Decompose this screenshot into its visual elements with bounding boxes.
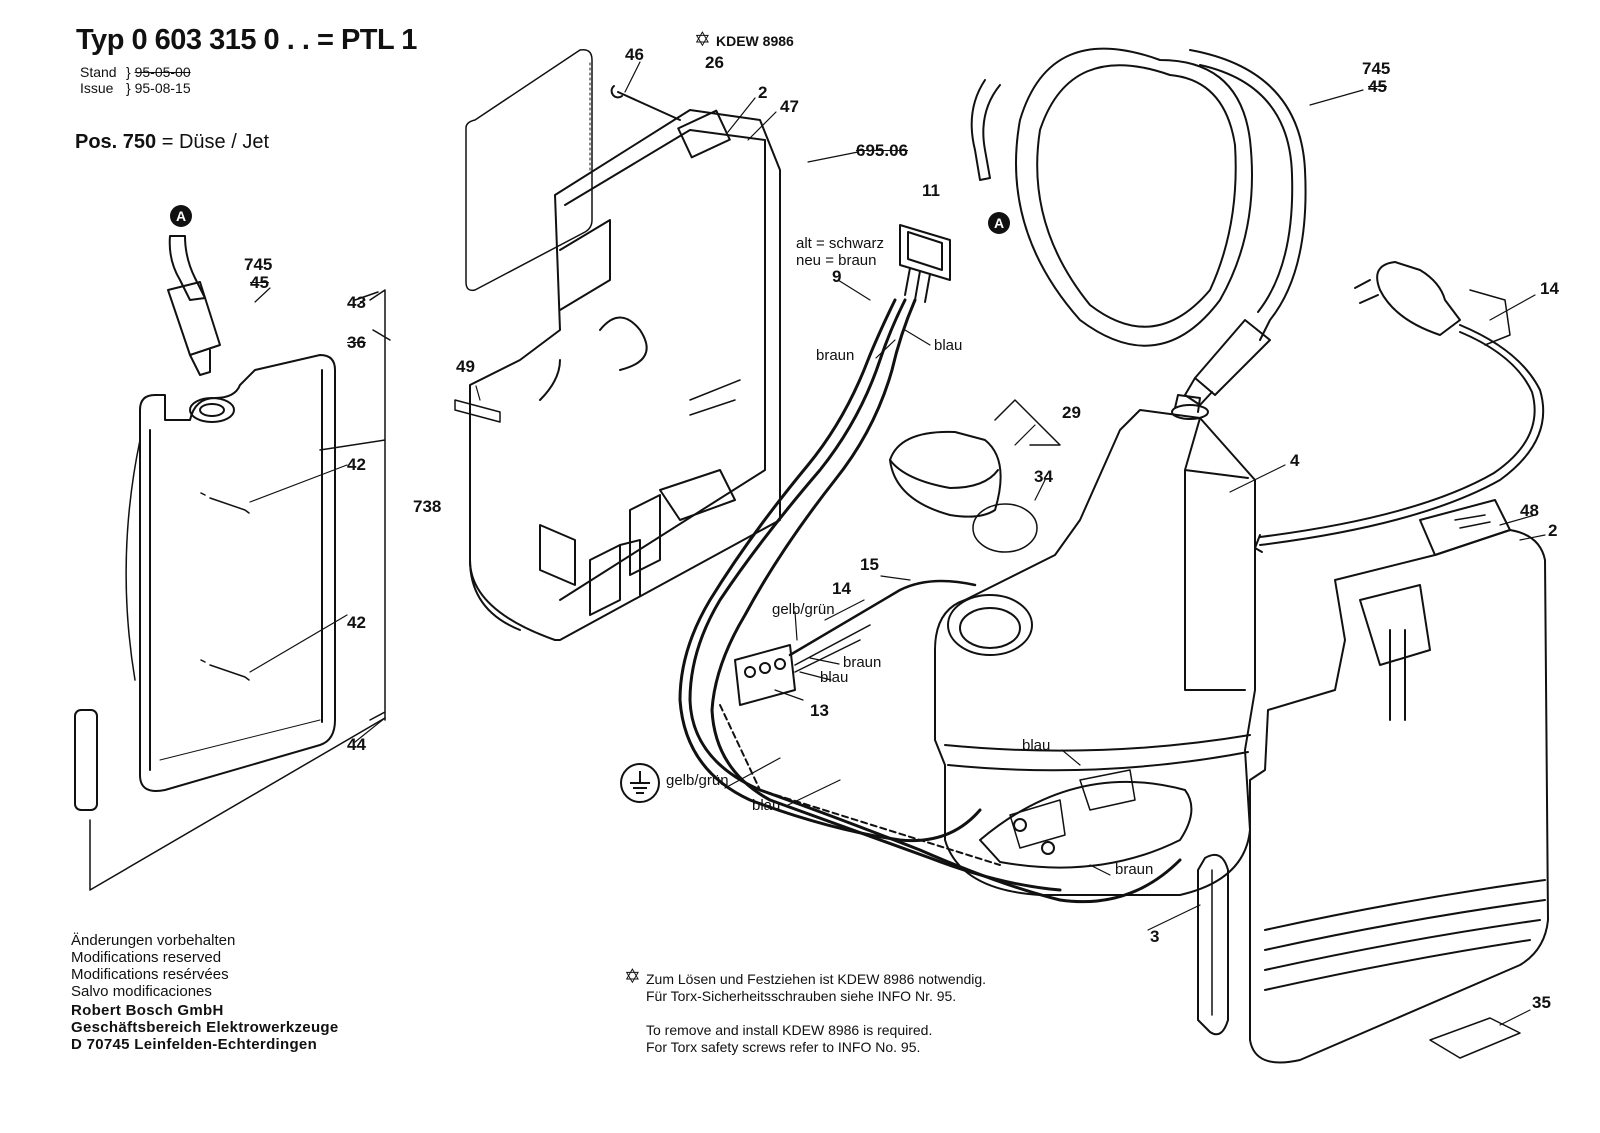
callout-45-left: 45 (250, 273, 269, 292)
callout-69506: 695.06 (856, 141, 908, 160)
stand-value: 95-05-00 (134, 64, 191, 80)
wire-label-blau-1: blau (934, 337, 963, 354)
wire-label-blau-3: blau (752, 797, 781, 814)
company-division: Geschäftsbereich Elektrowerkzeuge (71, 1019, 339, 1036)
position-label: Pos. 750 (75, 131, 157, 153)
tool-note-english: To remove and install KDEW 8986 is requi… (646, 1022, 932, 1056)
callout-2: 2 (758, 83, 768, 102)
callout-14-cable: 14 (832, 579, 851, 598)
wire-label-blau-4: blau (1022, 737, 1051, 754)
callout-11: 11 (922, 181, 940, 200)
hose-coil (970, 47, 1307, 406)
callout-47: 47 (780, 97, 799, 116)
callout-43: 43 (347, 293, 366, 312)
connection-marker-a-right: A (988, 212, 1010, 234)
callout-3: 3 (1150, 927, 1160, 946)
tool-note-en-1: To remove and install KDEW 8986 is requi… (646, 1022, 933, 1038)
tool-reference: KDEW 8986 (716, 33, 794, 49)
callout-46: 46 (625, 45, 644, 64)
callout-14-plug: 14 (1540, 279, 1559, 298)
tank-cover-part (74, 354, 386, 891)
callout-745-right: 745 (1362, 59, 1391, 78)
callout-44: 44 (347, 735, 366, 754)
stand-label: Stand (80, 64, 117, 80)
switch-part (899, 224, 951, 303)
callout-29: 29 (1062, 403, 1081, 422)
wire-label-gelbgruen-2: gelb/grün (666, 772, 729, 789)
terminal-block (734, 579, 977, 706)
callout-745-left: 745 (244, 255, 273, 274)
modifications-de: Änderungen vorbehalten (71, 932, 236, 949)
housing-half-right (1249, 499, 1549, 1064)
wire-note-old-label: alt = schwarz (796, 235, 884, 252)
wire-label-blau-2: blau (820, 669, 849, 686)
ground-symbol-icon (630, 771, 650, 794)
callout-35: 35 (1532, 993, 1551, 1012)
position-value: = Düse / Jet (161, 131, 270, 153)
wire-label-braun-1: braun (816, 347, 855, 364)
company-name: Robert Bosch GmbH (71, 1002, 224, 1019)
mains-plug (1254, 261, 1545, 553)
ground-icon (620, 763, 660, 803)
company-address: Robert Bosch GmbH Geschäftsbereich Elekt… (71, 1002, 339, 1053)
modifications-notice: Änderungen vorbehalten Modifications res… (71, 932, 235, 1000)
wire-label-braun-3: braun (1115, 861, 1154, 878)
callout-738: 738 (413, 497, 442, 516)
callout-36: 36 (347, 333, 366, 352)
filter-cap (889, 399, 1061, 553)
tool-note-en-2: For Torx safety screws refer to INFO No.… (646, 1039, 921, 1055)
modifications-es: Salvo modificaciones (71, 983, 212, 1000)
star-note-icon: ✡ (624, 966, 641, 988)
modifications-fr: Modifications resérvées (71, 966, 229, 983)
housing-half (469, 109, 781, 641)
tool-note-de-1: Zum Lösen und Festziehen ist KDEW 8986 n… (646, 971, 987, 987)
callout-2-right: 2 (1548, 521, 1558, 540)
wire-label-gelbgruen-1: gelb/grün (772, 601, 835, 618)
tool-note-de-2: Für Torx-Sicherheitsschrauben siehe INFO… (646, 988, 957, 1004)
callout-48: 48 (1520, 501, 1539, 520)
callout-4: 4 (1290, 451, 1300, 470)
wire-label-braun-2: braun (843, 654, 882, 671)
position-note: Pos. 750 = Düse / Jet (75, 132, 269, 152)
callout-13: 13 (810, 701, 829, 720)
page-title: Typ 0 603 315 0 . . = PTL 1 (76, 24, 417, 56)
issue-value: 95-08-15 (134, 80, 191, 96)
callout-26: 26 (705, 53, 724, 72)
modifications-en: Modifications reserved (71, 949, 222, 966)
callout-49: 49 (456, 357, 475, 376)
tool-note-german: Zum Lösen und Festziehen ist KDEW 8986 n… (646, 971, 986, 1005)
hose-end-left (167, 235, 221, 376)
connection-marker-a-left: A (170, 205, 192, 227)
callout-42-top: 42 (347, 455, 366, 474)
issue-label: Issue (80, 80, 114, 96)
star-icon: ✡ (694, 29, 711, 51)
callout-45-right: 45 (1368, 77, 1387, 96)
company-location: D 70745 Leinfelden-Echterdingen (71, 1036, 318, 1053)
wire-note-new-label: neu = braun (796, 252, 877, 269)
callout-34: 34 (1034, 467, 1053, 486)
callout-15: 15 (860, 555, 879, 574)
callout-42-bottom: 42 (347, 613, 366, 632)
revision-block: Stand} 95-05-00 Issue} 95-08-15 (80, 64, 191, 96)
callout-9: 9 (832, 267, 842, 286)
water-reservoir (934, 394, 1256, 896)
